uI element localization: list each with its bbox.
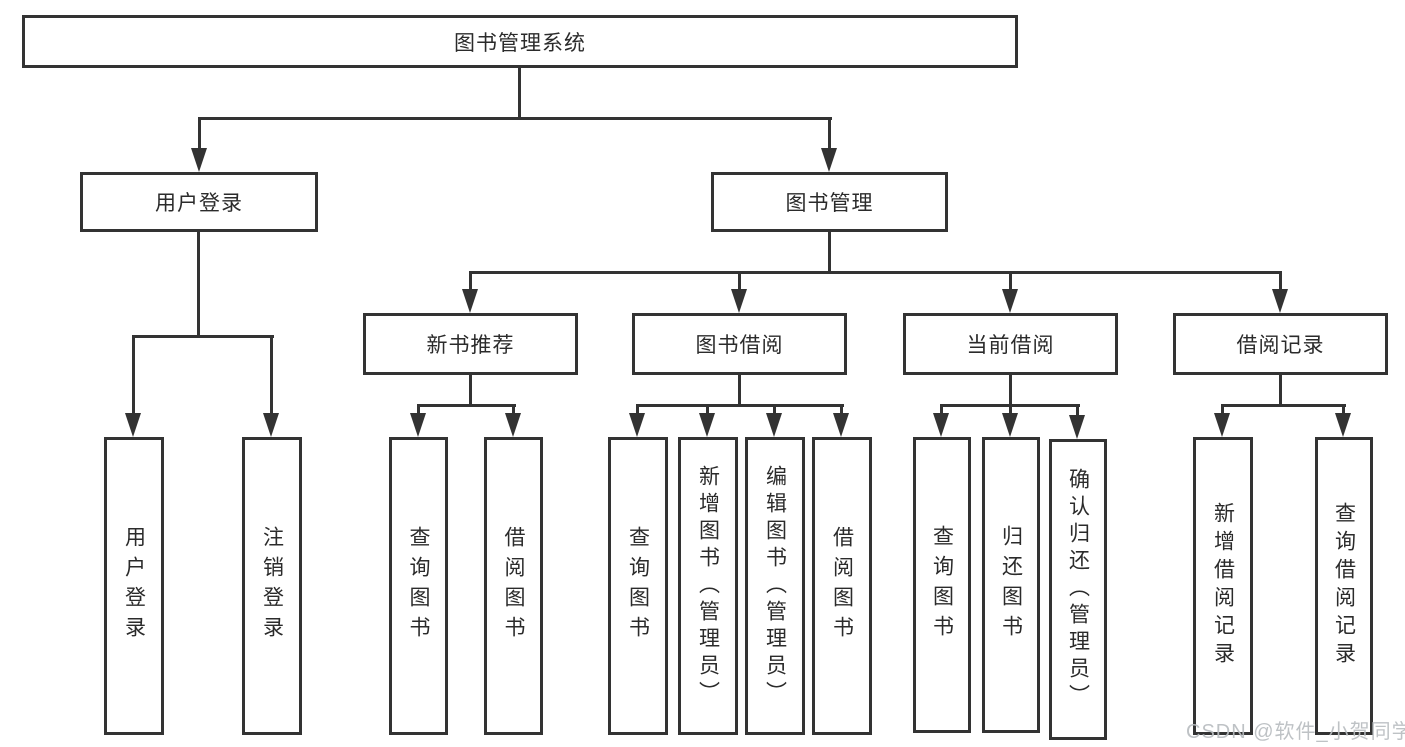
connector-drop-bb-borrow (840, 404, 843, 416)
leaf-logout: 注销登录 (242, 437, 302, 735)
node-user-login: 用户登录 (80, 172, 318, 232)
connector-drop-borrow-record (1279, 271, 1282, 291)
leaf-current-confirm-return-admin-label: 确认归还（管理员） (1066, 468, 1090, 711)
leaf-record-query-borrow-record: 查询借阅记录 (1315, 437, 1373, 735)
node-book-management-label: 图书管理 (785, 192, 874, 215)
connector-bookborrow-stem (738, 375, 741, 407)
connector-drop-br-query (1342, 404, 1345, 416)
node-book-management: 图书管理 (711, 172, 948, 232)
connector-drop-cb-return (1009, 404, 1012, 416)
node-borrow-record: 借阅记录 (1173, 313, 1388, 375)
connector-drop-new-book-recommend (469, 271, 472, 291)
connector-bookborrow-branch (636, 404, 844, 407)
leaf-borrow-borrow-books: 借阅图书 (812, 437, 872, 735)
connector-root-branch (198, 117, 832, 120)
arrow-down-cb-return (1002, 413, 1018, 437)
arrow-down-newbook-query (410, 413, 426, 437)
leaf-borrow-borrow-books-label: 借阅图书 (830, 526, 854, 646)
leaf-record-add-borrow-record-label: 新增借阅记录 (1211, 502, 1235, 670)
connector-drop-current-borrow (1009, 271, 1012, 291)
arrow-down-borrow-record (1272, 289, 1288, 313)
connector-drop-user-login (198, 117, 201, 150)
node-new-book-recommend: 新书推荐 (363, 313, 578, 375)
leaf-borrow-query-books-label: 查询图书 (626, 526, 650, 646)
leaf-record-add-borrow-record: 新增借阅记录 (1193, 437, 1253, 735)
connector-drop-br-add (1221, 404, 1224, 416)
node-current-borrow-label: 当前借阅 (966, 334, 1055, 357)
leaf-current-query-books-label: 查询图书 (930, 525, 954, 645)
connector-newbook-stem (469, 375, 472, 407)
arrow-down-newbook-borrow (505, 413, 521, 437)
arrow-down-bb-query (629, 413, 645, 437)
node-book-borrow: 图书借阅 (632, 313, 847, 375)
connector-borrowrecord-branch (1221, 404, 1346, 407)
node-user-login-label: 用户登录 (155, 192, 243, 215)
arrow-down-br-add (1214, 413, 1230, 437)
node-book-borrow-label: 图书借阅 (695, 334, 784, 357)
connector-user-login-branch (132, 335, 274, 338)
leaf-newbook-query-books-label: 查询图书 (407, 526, 430, 646)
connector-drop-newbook-borrow (512, 404, 515, 416)
connector-root-stem (518, 68, 521, 119)
connector-newbook-branch (417, 404, 516, 407)
connector-drop-leaf-user-login (132, 335, 135, 415)
leaf-borrow-query-books: 查询图书 (608, 437, 668, 735)
leaf-newbook-borrow-books: 借阅图书 (484, 437, 543, 735)
connector-drop-leaf-logout (270, 335, 273, 415)
arrow-down-user-login (191, 148, 207, 172)
leaf-borrow-add-books-admin-label: 新增图书（管理员） (696, 464, 720, 708)
leaf-user-login: 用户登录 (104, 437, 164, 735)
node-new-book-recommend-label: 新书推荐 (426, 334, 515, 357)
connector-book-management-branch (469, 271, 1282, 274)
connector-drop-bb-edit (773, 404, 776, 416)
leaf-current-query-books: 查询图书 (913, 437, 971, 733)
csdn-watermark: CSDN @软件_小贺同学 (1186, 721, 1405, 743)
leaf-current-return-books-label: 归还图书 (999, 525, 1023, 645)
arrow-down-book-management (821, 148, 837, 172)
connector-user-login-stem (197, 232, 200, 338)
connector-drop-newbook-query (417, 404, 420, 416)
leaf-borrow-edit-books-admin: 编辑图书（管理员） (745, 437, 805, 735)
leaf-newbook-query-books: 查询图书 (389, 437, 448, 735)
leaf-current-confirm-return-admin: 确认归还（管理员） (1049, 439, 1107, 740)
connector-currentborrow-stem (1009, 375, 1012, 407)
arrow-down-leaf-user-login (125, 413, 141, 437)
leaf-current-return-books: 归还图书 (982, 437, 1040, 733)
connector-drop-bb-add (706, 404, 709, 416)
leaf-borrow-edit-books-admin-label: 编辑图书（管理员） (763, 464, 787, 708)
leaf-borrow-add-books-admin: 新增图书（管理员） (678, 437, 738, 735)
arrow-down-cb-query (933, 413, 949, 437)
leaf-logout-label: 注销登录 (260, 526, 284, 646)
node-root: 图书管理系统 (22, 15, 1018, 68)
arrow-down-current-borrow (1002, 289, 1018, 313)
leaf-record-query-borrow-record-label: 查询借阅记录 (1332, 502, 1356, 670)
leaf-newbook-borrow-books-label: 借阅图书 (502, 526, 525, 646)
connector-drop-bb-query (636, 404, 639, 416)
arrow-down-leaf-logout (263, 413, 279, 437)
connector-drop-book-borrow (738, 271, 741, 291)
connector-drop-cb-query (940, 404, 943, 416)
arrow-down-bb-edit (766, 413, 782, 437)
arrow-down-bb-borrow (833, 413, 849, 437)
leaf-user-login-label: 用户登录 (122, 526, 146, 646)
arrow-down-bb-add (699, 413, 715, 437)
arrow-down-br-query (1335, 413, 1351, 437)
node-root-label: 图书管理系统 (454, 31, 586, 55)
connector-drop-cb-confirm (1076, 404, 1079, 416)
connector-drop-book-management (828, 117, 831, 150)
arrow-down-cb-confirm (1069, 415, 1085, 439)
arrow-down-book-borrow (731, 289, 747, 313)
connector-book-management-stem (828, 232, 831, 274)
arrow-down-new-book-recommend (462, 289, 478, 313)
node-borrow-record-label: 借阅记录 (1236, 334, 1325, 357)
connector-borrowrecord-stem (1279, 375, 1282, 407)
node-current-borrow: 当前借阅 (903, 313, 1118, 375)
